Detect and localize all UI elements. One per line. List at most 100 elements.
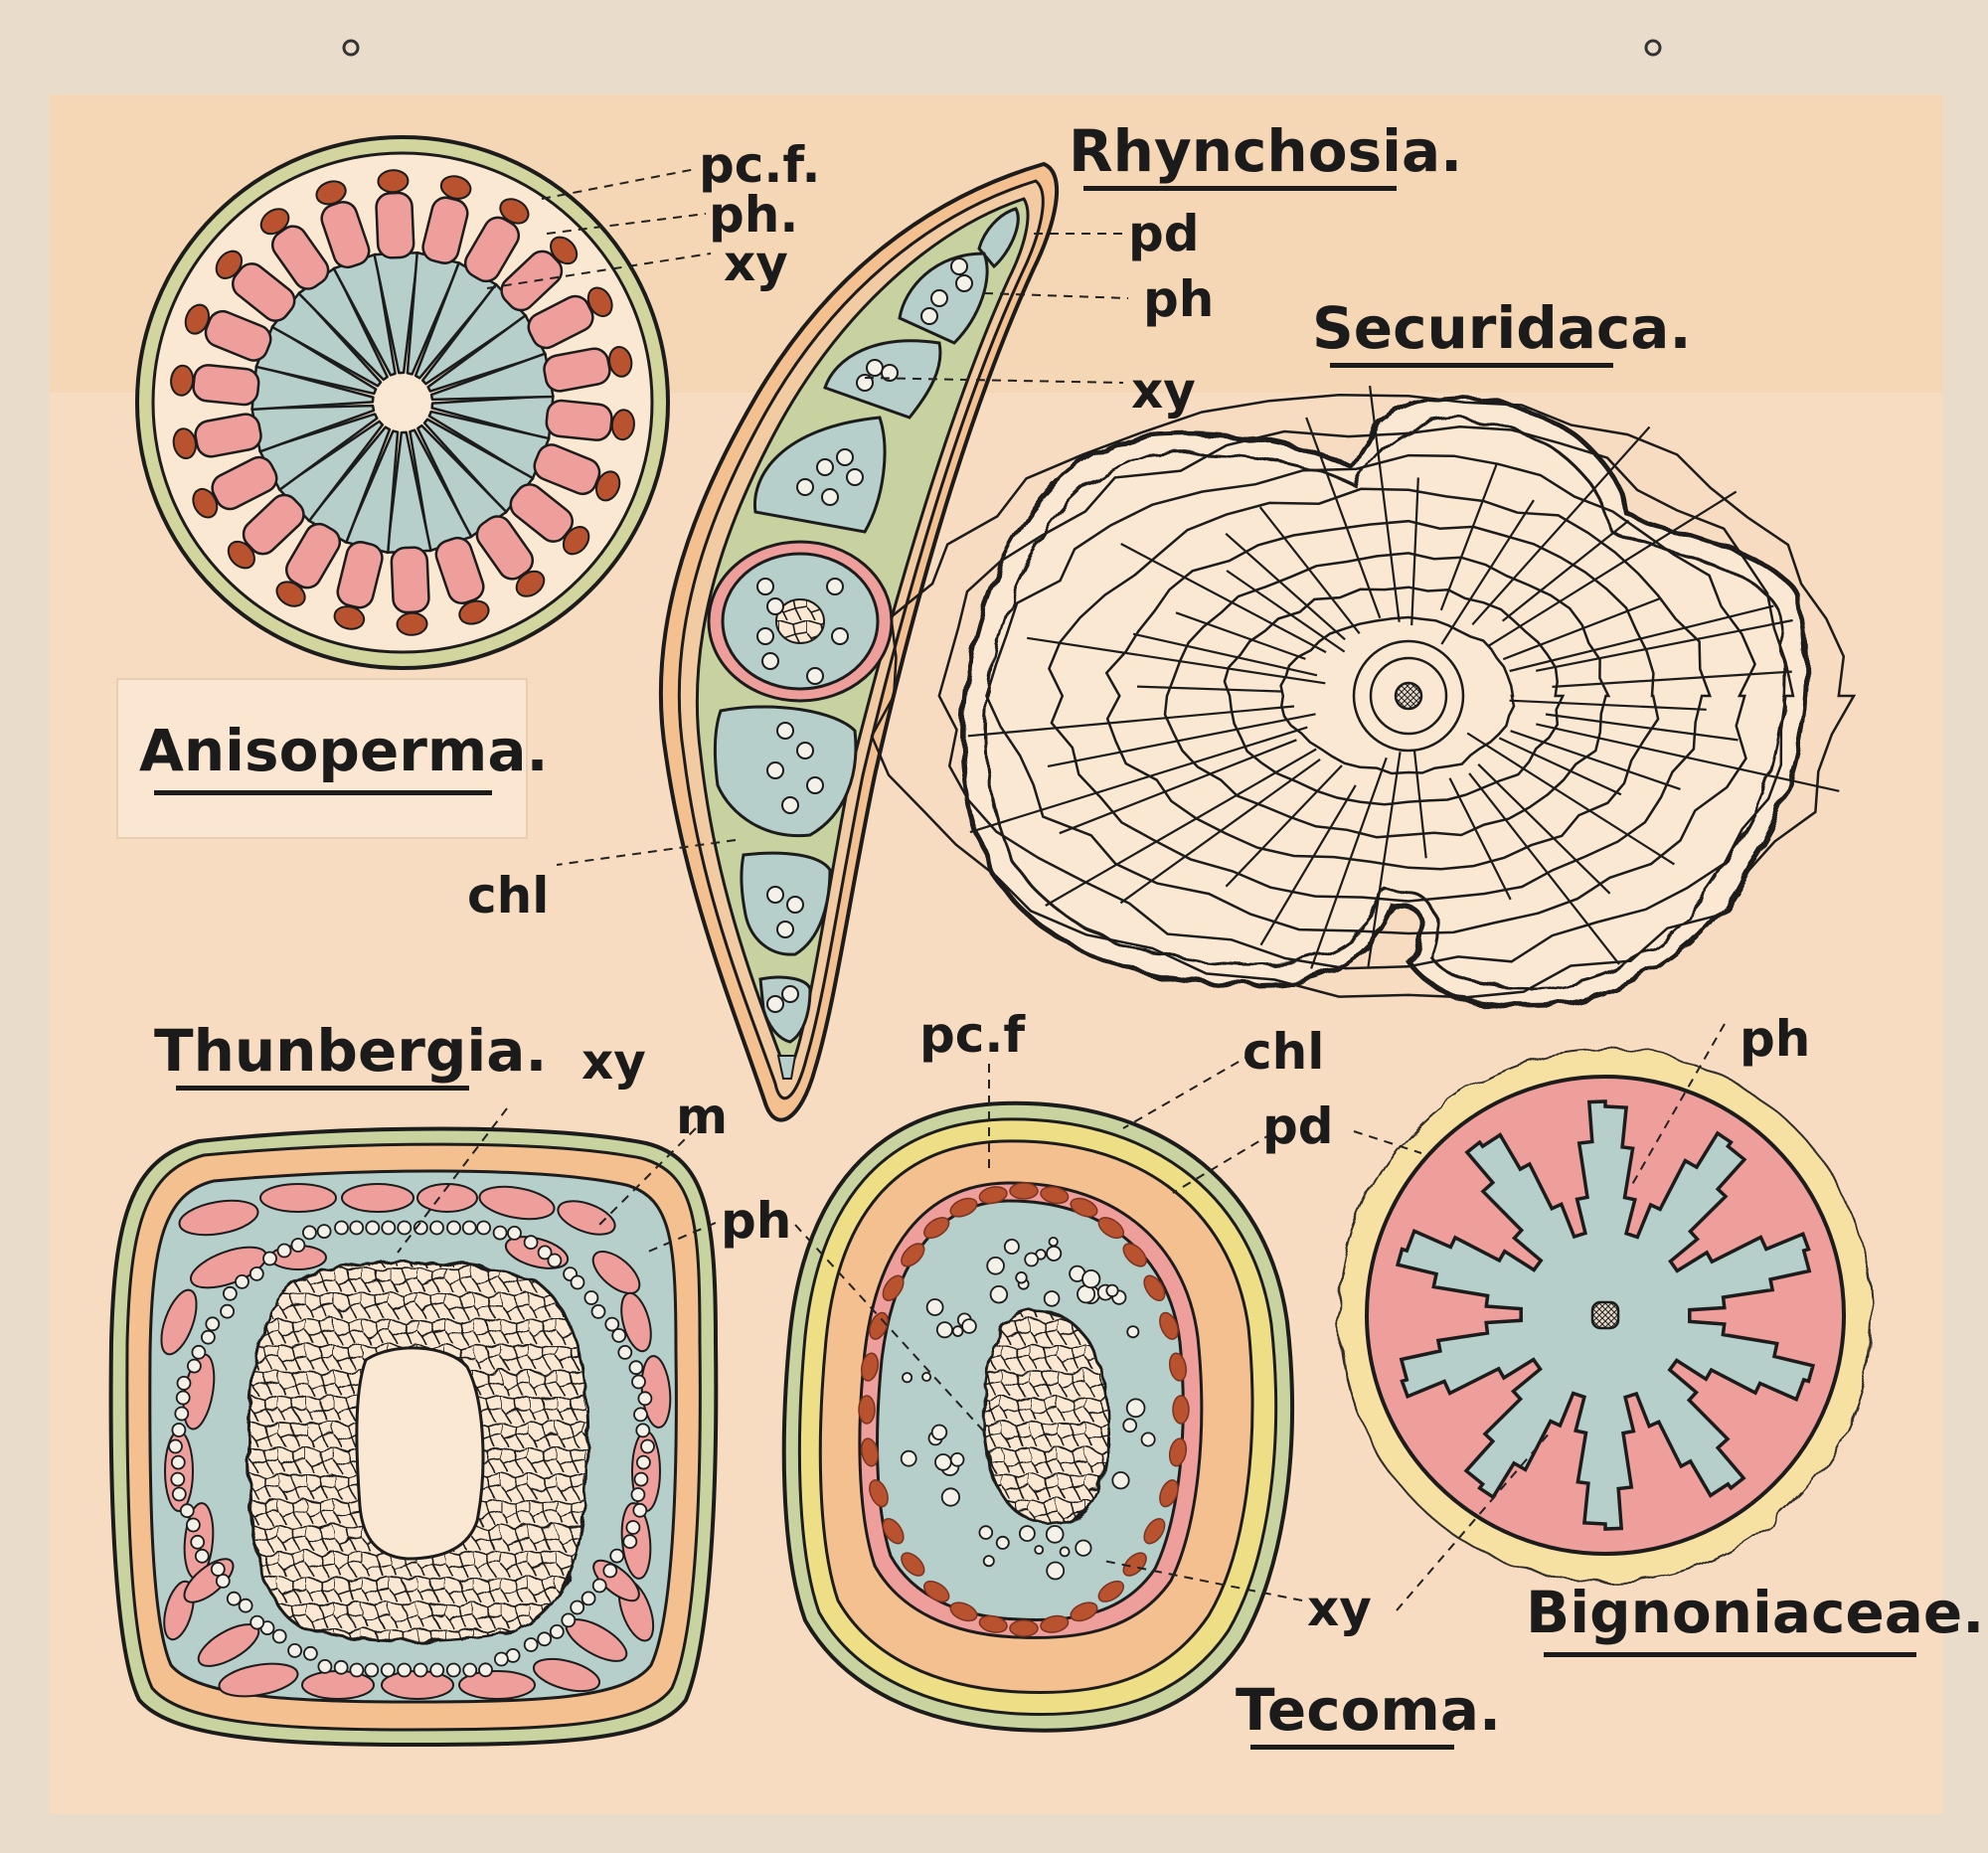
thunbergia-vessel bbox=[583, 1290, 599, 1305]
thunbergia-vessel bbox=[271, 1628, 287, 1644]
thunbergia-vessel bbox=[446, 1220, 461, 1236]
tecoma-fibre bbox=[869, 1311, 889, 1340]
aniso-fibre-cap bbox=[377, 169, 410, 194]
aniso-fibre-cap bbox=[315, 180, 347, 206]
aniso-fibre-cap bbox=[192, 487, 219, 519]
rhyn-vessel bbox=[776, 921, 794, 938]
thunbergia-vessel bbox=[590, 1304, 606, 1319]
label-rhyn-chl: chl bbox=[467, 867, 549, 925]
thunbergia-phloem-lens bbox=[557, 1200, 616, 1236]
thunbergia-vessel bbox=[194, 1548, 210, 1564]
thunbergia-vessel bbox=[635, 1423, 651, 1438]
rhyn-vessel bbox=[930, 289, 948, 307]
thunbergia-vessel bbox=[547, 1253, 563, 1268]
aniso-phloem-cap bbox=[543, 347, 611, 393]
rhyn-pith bbox=[775, 598, 825, 644]
aniso-fibre-cap bbox=[594, 470, 621, 502]
thunbergia-vessel bbox=[570, 1274, 585, 1290]
thunbergia-vessel bbox=[210, 1562, 226, 1577]
label-aniso-pcf: pc.f. bbox=[699, 136, 820, 194]
bignoniaceae-pith bbox=[1590, 1300, 1620, 1330]
tecoma-fibre bbox=[860, 1352, 880, 1382]
label-rhyn-xy: xy bbox=[1131, 362, 1196, 420]
underline-anisoperma bbox=[154, 790, 492, 795]
tecoma-vessel bbox=[986, 1257, 1005, 1275]
tecoma-fibre bbox=[901, 1243, 925, 1267]
tecoma-fibre bbox=[949, 1197, 978, 1218]
thunbergia-vessel bbox=[632, 1502, 648, 1518]
thunbergia-vessel bbox=[226, 1591, 242, 1606]
tecoma-fibre bbox=[901, 1552, 925, 1577]
thunbergia-section bbox=[108, 1126, 719, 1748]
aniso-fibre-cap bbox=[586, 286, 613, 318]
thunbergia-vessel bbox=[365, 1220, 381, 1236]
thunbergia-vessel bbox=[186, 1358, 202, 1374]
title-thunbergia: Thunbergia. bbox=[154, 1017, 547, 1085]
thunbergia-vessel bbox=[628, 1360, 644, 1376]
rhyn-seg-9 bbox=[776, 1055, 797, 1080]
securidaca-ray bbox=[1509, 604, 1774, 673]
aniso-fibre-cap bbox=[227, 540, 255, 570]
thunbergia-vessel bbox=[622, 1534, 638, 1550]
securidaca-inner-line bbox=[984, 418, 1786, 989]
rhyn-vessel bbox=[831, 627, 849, 645]
thunbergia-vessel bbox=[349, 1220, 365, 1236]
securidaca-ray bbox=[1536, 723, 1840, 792]
tecoma-vessel bbox=[935, 1321, 953, 1339]
thunbergia-vessel bbox=[171, 1423, 187, 1437]
tecoma-fibre bbox=[1159, 1311, 1179, 1340]
thunbergia-vessel bbox=[617, 1345, 633, 1360]
tecoma-fibre bbox=[1159, 1479, 1179, 1508]
securidaca-ray bbox=[1059, 739, 1297, 835]
leader-lines bbox=[397, 168, 1726, 1611]
tecoma-vessel bbox=[961, 1318, 977, 1334]
tecoma-vessel bbox=[1046, 1561, 1066, 1581]
securidaca-pith-ring bbox=[1352, 639, 1465, 753]
thunbergia-xylem bbox=[168, 1220, 655, 1678]
label-thun-ph: ph bbox=[721, 1192, 791, 1250]
securidaca-pith bbox=[1394, 681, 1423, 711]
thunbergia-vessel bbox=[248, 1266, 264, 1281]
thunbergia-vessel bbox=[175, 1390, 191, 1406]
aniso-phloem-cap bbox=[390, 546, 430, 614]
securidaca-ray bbox=[1132, 632, 1318, 677]
tecoma-vessel bbox=[1075, 1539, 1092, 1557]
tecoma-vessel bbox=[940, 1487, 961, 1507]
thunbergia-vessel bbox=[429, 1662, 445, 1678]
rhyn-vessel bbox=[766, 761, 784, 779]
securidaca-ray bbox=[1045, 748, 1317, 907]
tecoma-fibre bbox=[1040, 1186, 1070, 1205]
thunbergia-vessel bbox=[413, 1220, 428, 1236]
securidaca-ray bbox=[1468, 772, 1620, 965]
thunbergia-phloem bbox=[160, 1183, 672, 1700]
bignoniaceae-section bbox=[1338, 1048, 1873, 1583]
tecoma-vessels bbox=[900, 1237, 1156, 1581]
thunbergia-vessel bbox=[537, 1631, 553, 1647]
tecoma-vessel bbox=[934, 1453, 952, 1471]
securidaca-ray bbox=[1259, 784, 1357, 946]
thunbergia-vessel bbox=[637, 1391, 653, 1407]
rhyn-vessel bbox=[766, 886, 784, 904]
thunbergia-vessel bbox=[185, 1517, 201, 1533]
title-anisoperma: Anisoperma. bbox=[139, 717, 549, 784]
thunbergia-phloem-lens bbox=[178, 1199, 259, 1237]
tecoma-fibre bbox=[1143, 1274, 1166, 1302]
label-rhyn-ph: ph bbox=[1143, 270, 1214, 328]
rhyn-vessel bbox=[950, 257, 968, 275]
securidaca-ray bbox=[967, 705, 1295, 738]
thunbergia-vessel bbox=[205, 1316, 221, 1332]
tecoma-fibre bbox=[922, 1580, 950, 1602]
thunbergia-phloem-lens bbox=[341, 1183, 414, 1213]
securidaca-ray bbox=[1440, 499, 1535, 645]
securidaca-outer bbox=[960, 395, 1810, 1009]
securidaca-ray bbox=[1410, 477, 1419, 626]
aniso-fibre-cap bbox=[184, 303, 211, 335]
tecoma-vessel bbox=[978, 1525, 994, 1540]
thunbergia-vessel bbox=[380, 1662, 396, 1678]
thunbergia-vessel bbox=[570, 1600, 585, 1615]
underline-bignoniaceae bbox=[1544, 1652, 1916, 1657]
securidaca-ray bbox=[1226, 570, 1346, 653]
aniso-fibre-cap bbox=[333, 605, 366, 630]
thunbergia-vessel bbox=[476, 1220, 492, 1236]
tecoma-vessel bbox=[1034, 1545, 1045, 1555]
